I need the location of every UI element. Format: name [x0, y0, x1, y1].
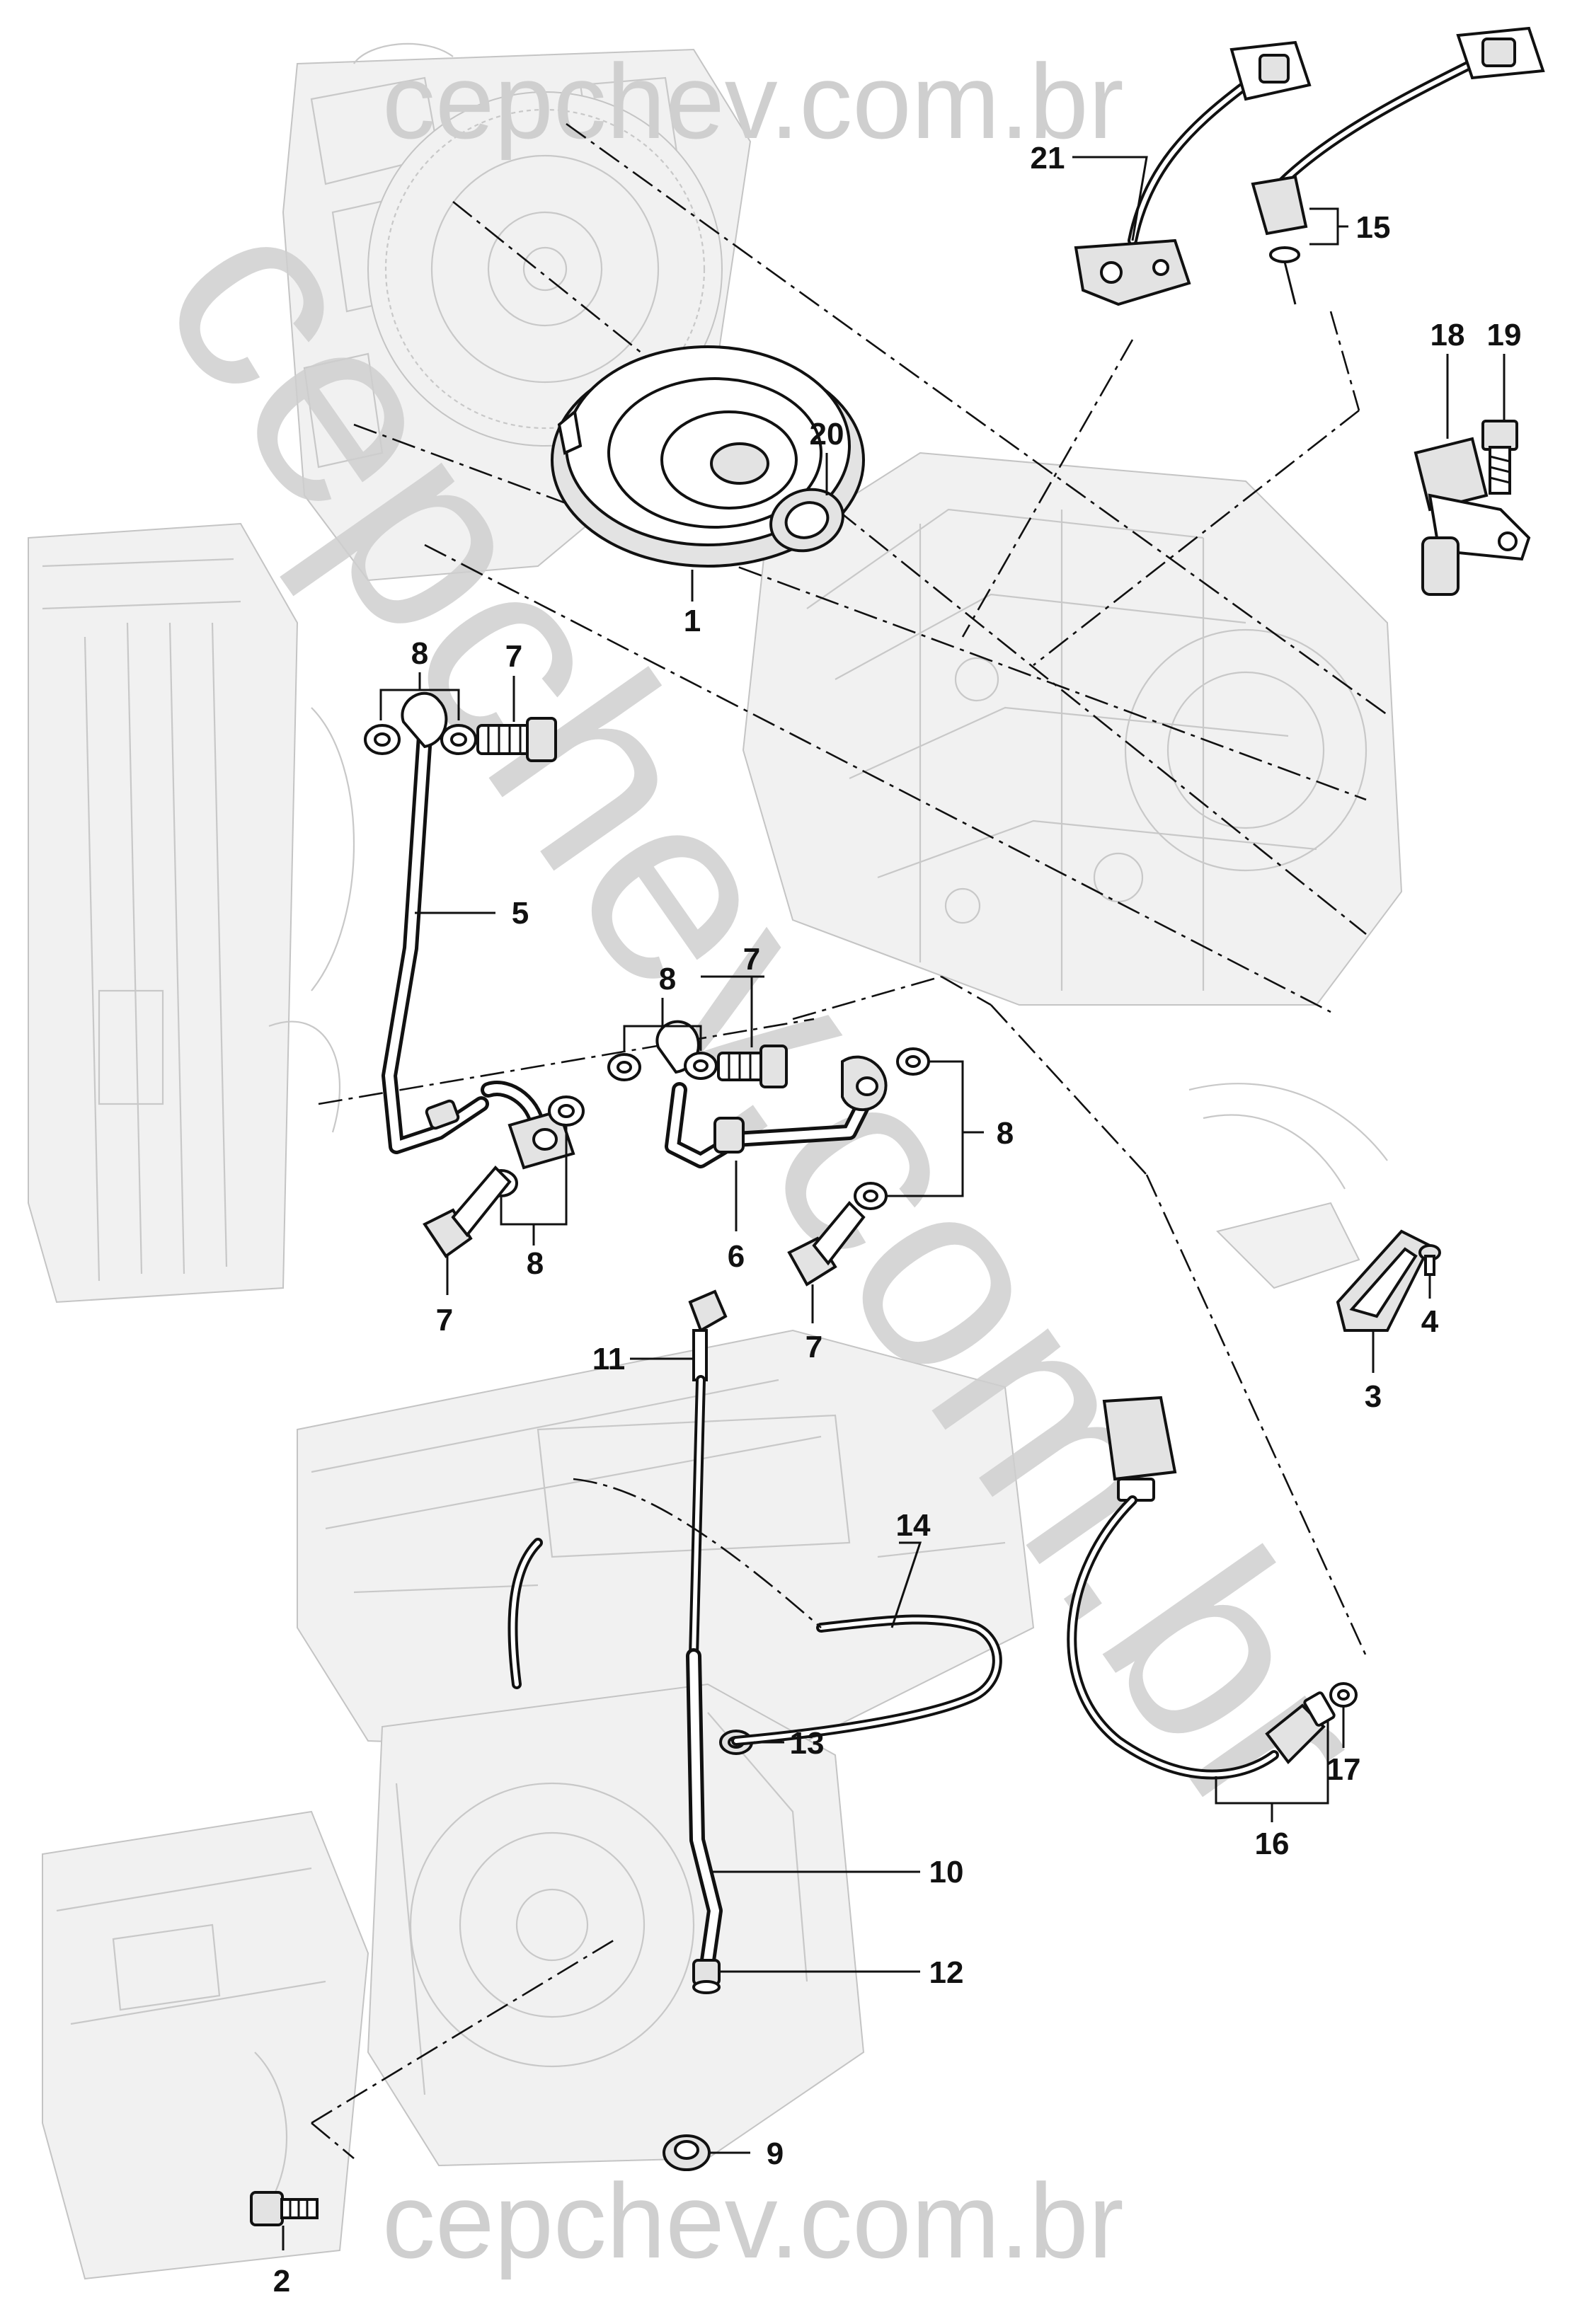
banjo-bolt-lower-right[interactable]	[787, 1201, 866, 1287]
assembly-lines	[311, 122, 1388, 2159]
banjo-bolt-lower-left[interactable]	[423, 1166, 512, 1258]
callout-8-lower-left: 8	[527, 1246, 544, 1281]
background-engine-bay	[297, 1329, 1035, 1756]
watermark-top: cepchev.com.br	[382, 42, 1124, 161]
callout-8-right: 8	[997, 1116, 1014, 1151]
banjo-bolt-center[interactable]	[717, 1045, 788, 1088]
sensor-washer[interactable]	[1329, 1682, 1358, 1708]
banjo-bolt-top[interactable]	[476, 717, 557, 762]
callout-6: 6	[728, 1239, 745, 1274]
callout-7-top: 7	[505, 639, 522, 674]
cooler-pipe-left[interactable]	[382, 691, 575, 1170]
speed-sensor-cable[interactable]	[1251, 26, 1545, 305]
callout-7-lower-right: 7	[805, 1330, 822, 1364]
callout-14: 14	[896, 1508, 931, 1543]
background-right-housing-detail	[1188, 1083, 1388, 1289]
callout-19: 19	[1487, 318, 1522, 352]
watermark-bottom: cepchev.com.br	[382, 2161, 1124, 2280]
callout-20: 20	[810, 417, 844, 451]
callout-10: 10	[929, 1855, 964, 1889]
dipstick-tube[interactable]	[686, 1648, 723, 1968]
background-left-lower-bay	[42, 1810, 369, 2280]
drain-plug[interactable]	[663, 2134, 711, 2171]
temp-sensor-cable[interactable]	[1067, 1396, 1336, 1780]
leader-lines	[282, 156, 1506, 2250]
callout-13: 13	[790, 1726, 825, 1761]
callout-18: 18	[1430, 318, 1465, 352]
callout-17: 17	[1326, 1752, 1361, 1787]
background-flywheel	[367, 91, 723, 447]
callout-16: 16	[1255, 1827, 1290, 1861]
banjo-washers-center[interactable]	[607, 1052, 718, 1081]
callout-8-center: 8	[659, 962, 676, 996]
callout-15: 15	[1356, 210, 1391, 245]
vent-hose[interactable]	[508, 1478, 1002, 1746]
callout-2: 2	[273, 2264, 290, 2299]
banjo-washers-top[interactable]	[364, 724, 477, 755]
callout-3: 3	[1365, 1379, 1382, 1414]
callout-5: 5	[512, 896, 529, 931]
callout-1: 1	[684, 604, 701, 638]
callout-21: 21	[1031, 141, 1065, 176]
seal-ring[interactable]	[762, 480, 852, 561]
mount-bolt[interactable]	[250, 2191, 319, 2226]
callout-labels: 1 2 3 4 5 6 7 7 7 7 8 8 8 8 9 10 11 12 1…	[273, 141, 1522, 2299]
callout-4: 4	[1421, 1304, 1439, 1339]
background-transmission-case	[742, 451, 1403, 1006]
range-sensor-harness[interactable]	[1074, 40, 1312, 306]
callout-12: 12	[929, 1955, 964, 1990]
sensor-bolt[interactable]	[1481, 420, 1518, 495]
tube-seal[interactable]	[692, 1959, 721, 1994]
callout-11: 11	[592, 1342, 626, 1376]
callout-7-center: 7	[743, 942, 760, 977]
cover-screw[interactable]	[1418, 1244, 1441, 1276]
callout-7-lower-left: 7	[436, 1303, 453, 1338]
dipstick[interactable]	[688, 1289, 728, 1661]
background-radiator	[28, 522, 355, 1304]
callout-9: 9	[767, 2136, 784, 2171]
access-cover[interactable]	[1336, 1229, 1432, 1332]
callout-8-top: 8	[411, 636, 428, 671]
position-sensor[interactable]	[1414, 437, 1531, 596]
cooler-pipe-right[interactable]	[655, 1020, 888, 1168]
